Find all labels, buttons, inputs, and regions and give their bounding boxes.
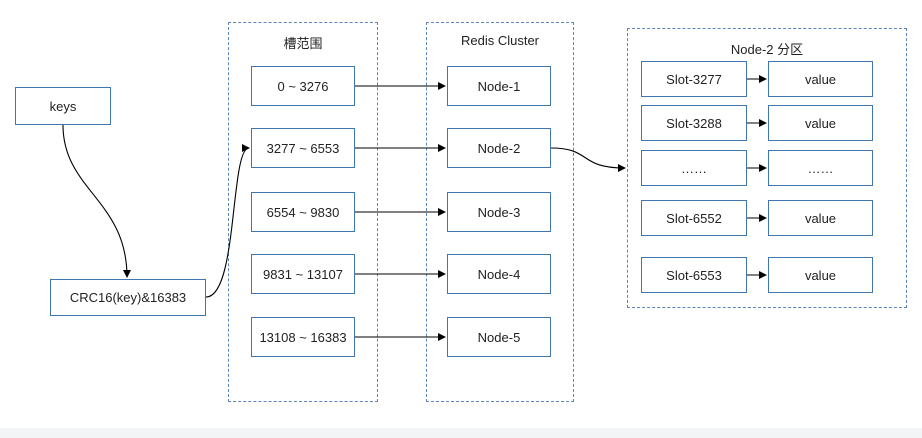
hash-to-range-arrow — [205, 144, 250, 298]
partition-slot-box: Slot-6552 — [641, 200, 747, 236]
keys-to-hash-arrow — [62, 124, 131, 278]
cluster-node-box: Node-3 — [447, 192, 551, 232]
partition-slot-box: Slot-6553 — [641, 257, 747, 293]
partition-slot-box: Slot-3277 — [641, 61, 747, 97]
partition-value-box: value — [768, 105, 873, 141]
footer-strip — [0, 428, 922, 438]
slot-range-box: 13108 ~ 16383 — [251, 317, 355, 357]
cluster-node-box: Node-4 — [447, 254, 551, 294]
cluster-node-box: Node-1 — [447, 66, 551, 106]
cluster-node-box: Node-2 — [447, 128, 551, 168]
slot-range-box: 0 ~ 3276 — [251, 66, 355, 106]
slot-range-title: 槽范围 — [283, 36, 323, 51]
keys-box: keys — [15, 87, 111, 125]
node2-partition-group: Node-2 分区 — [627, 28, 907, 308]
node-to-partition-arrow — [550, 147, 626, 172]
slot-range-box: 9831 ~ 13107 — [251, 254, 355, 294]
partition-value-box: value — [768, 257, 873, 293]
partition-slot-box: Slot-3288 — [641, 105, 747, 141]
partition-slot-box: …… — [641, 150, 747, 186]
partition-value-box: value — [768, 61, 873, 97]
cluster-node-box: Node-5 — [447, 317, 551, 357]
redis-cluster-title: Redis Cluster — [460, 33, 540, 48]
node2-partition-title: Node-2 分区 — [730, 42, 804, 57]
partition-value-box: …… — [768, 150, 873, 186]
slot-range-box: 3277 ~ 6553 — [251, 128, 355, 168]
slot-range-box: 6554 ~ 9830 — [251, 192, 355, 232]
partition-value-box: value — [768, 200, 873, 236]
hash-function-box: CRC16(key)&16383 — [50, 279, 206, 316]
